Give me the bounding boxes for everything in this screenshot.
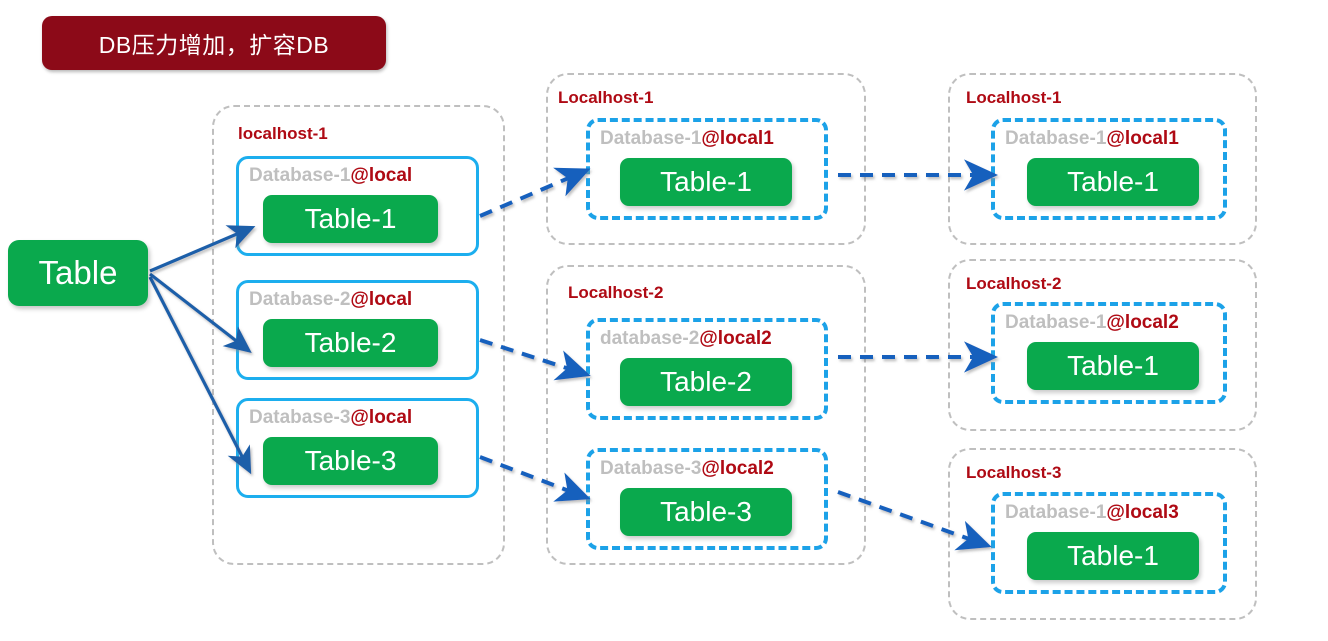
stage1-table-label-1: Table-1 [304,203,397,234]
stage2-db-name-h2-1: database-2 [600,328,700,349]
stage2-db-at-h2-2: @local2 [701,458,774,479]
stage1-host-label: localhost-1 [238,124,328,143]
stage1-db-name-1: Database-1 [249,165,351,186]
source-table-node[interactable]: Table [8,240,148,306]
stage2-db-name-h2-2: Database-3 [600,458,702,479]
stage1-db-title-1: Database-1@local [239,165,476,187]
stage2-table-h2-1[interactable]: Table-2 [620,358,792,406]
stage2-db-name-h1-1: Database-1 [600,128,702,149]
stage1-db-at-1: @local [350,165,413,186]
stage1-table-1[interactable]: Table-1 [263,195,438,243]
stage3-db-at-h1: @local1 [1106,128,1179,149]
stage2-table-label-h2-2: Table-3 [660,496,752,527]
stage3-table-h2[interactable]: Table-1 [1027,342,1199,390]
stage1-table-3[interactable]: Table-3 [263,437,438,485]
stage3-db-name-h3: Database-1 [1005,502,1107,523]
stage2-db-title-h2-2: Database-3@local2 [590,458,824,480]
stage3-db-at-h3: @local3 [1106,502,1179,523]
stage2-host-label-2: Localhost-2 [568,283,664,302]
stage3-db-name-h2: Database-1 [1005,312,1107,333]
stage3-table-label-h2: Table-1 [1067,350,1159,381]
stage2-table-label-h2-1: Table-2 [660,366,752,397]
stage1-table-label-2: Table-2 [304,327,397,358]
stage2-db-box-h2-1[interactable]: database-2@local2 Table-2 [586,318,828,420]
stage3-table-label-h1: Table-1 [1067,166,1159,197]
stage3-db-at-h2: @local2 [1106,312,1179,333]
stage1-db-name-3: Database-3 [249,407,351,428]
stage2-table-h2-2[interactable]: Table-3 [620,488,792,536]
stage1-db-box-1[interactable]: Database-1@local Table-1 [236,156,479,256]
stage2-host-group-localhost-1 [546,73,866,245]
stage2-db-at-h2-1: @local2 [699,328,772,349]
stage1-db-box-3[interactable]: Database-3@local Table-3 [236,398,479,498]
stage3-db-box-h2[interactable]: Database-1@local2 Table-1 [991,302,1227,404]
headline-banner: DB压力增加，扩容DB [42,16,386,70]
stage3-table-label-h3: Table-1 [1067,540,1159,571]
stage2-db-box-h1-1[interactable]: Database-1@local1 Table-1 [586,118,828,220]
stage3-host-label-3: Localhost-3 [966,463,1062,482]
stage3-db-title-h2: Database-1@local2 [995,312,1223,334]
stage3-db-box-h3[interactable]: Database-1@local3 Table-1 [991,492,1227,594]
stage1-table-2[interactable]: Table-2 [263,319,438,367]
stage2-table-h1-1[interactable]: Table-1 [620,158,792,206]
stage3-db-name-h1: Database-1 [1005,128,1107,149]
stage1-db-box-2[interactable]: Database-2@local Table-2 [236,280,479,380]
stage2-host-label-1: Localhost-1 [558,88,654,107]
stage1-db-at-3: @local [350,407,413,428]
stage3-db-title-h3: Database-1@local3 [995,502,1223,524]
stage1-db-title-2: Database-2@local [239,289,476,311]
stage2-db-title-h1-1: Database-1@local1 [590,128,824,150]
stage3-host-label-2: Localhost-2 [966,274,1062,293]
stage1-db-name-2: Database-2 [249,289,351,310]
stage1-db-at-2: @local [350,289,413,310]
stage2-db-title-h2-1: database-2@local2 [590,328,824,350]
stage3-db-box-h1[interactable]: Database-1@local1 Table-1 [991,118,1227,220]
headline-banner-text: DB压力增加，扩容DB [98,32,330,58]
stage3-table-h1[interactable]: Table-1 [1027,158,1199,206]
stage3-host-group-localhost-2 [948,259,1257,431]
stage1-table-label-3: Table-3 [304,445,397,476]
stage3-db-title-h1: Database-1@local1 [995,128,1223,150]
stage3-table-h3[interactable]: Table-1 [1027,532,1199,580]
stage2-db-box-h2-2[interactable]: Database-3@local2 Table-3 [586,448,828,550]
stage3-host-label-1: Localhost-1 [966,88,1062,107]
stage2-db-at-h1-1: @local1 [701,128,774,149]
stage3-host-group-localhost-1 [948,73,1257,245]
stage2-table-label-h1-1: Table-1 [660,166,752,197]
stage2-host-group-localhost-2 [546,265,866,565]
source-table-label: Table [38,254,118,291]
stage1-db-title-3: Database-3@local [239,407,476,429]
